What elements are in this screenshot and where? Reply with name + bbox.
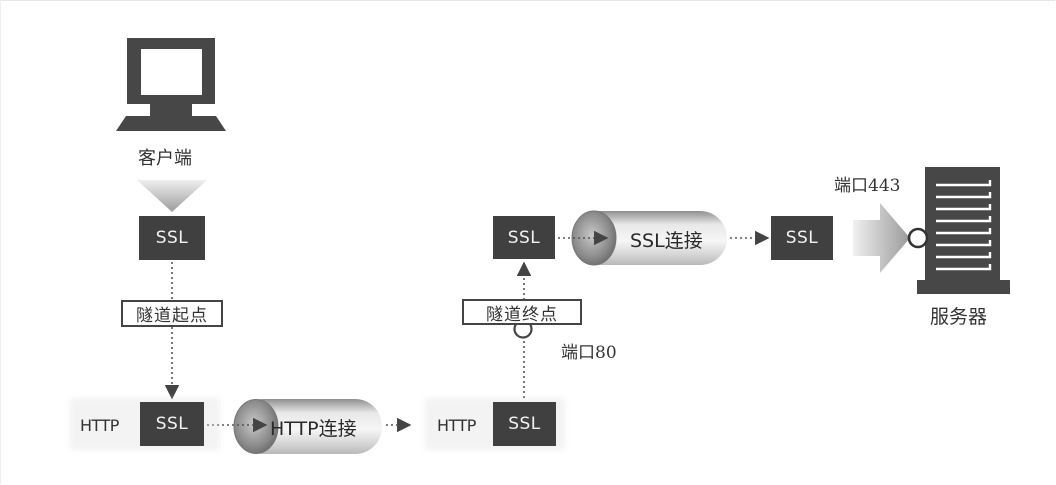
server-ssl-box: SSL: [771, 216, 833, 260]
computer-monitor-icon: [116, 38, 226, 131]
proxy-ssl-box: SSL: [493, 402, 556, 446]
server-tower-icon: [917, 167, 1010, 294]
end-http-label: HTTP: [437, 416, 476, 435]
tunnel-end-ssl-box: SSL: [493, 216, 555, 259]
right-arrow-icon: [853, 203, 910, 273]
tunnel-end-tag: 隧道终点: [462, 299, 582, 325]
port-443-circle-icon: [907, 227, 929, 249]
client-ssl-box: SSL: [139, 216, 205, 260]
port-443-label: 端口443: [834, 176, 901, 196]
tunnel-start-ssl-box: SSL: [140, 402, 204, 446]
start-http-label: HTTP: [80, 416, 119, 435]
client-label: 客户端: [138, 148, 192, 169]
http-connection-tube: [233, 399, 382, 454]
ssl-connection-label: SSL连接: [630, 230, 703, 252]
down-arrow-icon: [137, 180, 207, 212]
tunnel-start-tag: 隧道起点: [121, 300, 223, 327]
http-connection-label: HTTP连接: [270, 418, 357, 440]
server-label: 服务器: [930, 306, 988, 328]
port-80-label: 端口80: [561, 343, 617, 363]
